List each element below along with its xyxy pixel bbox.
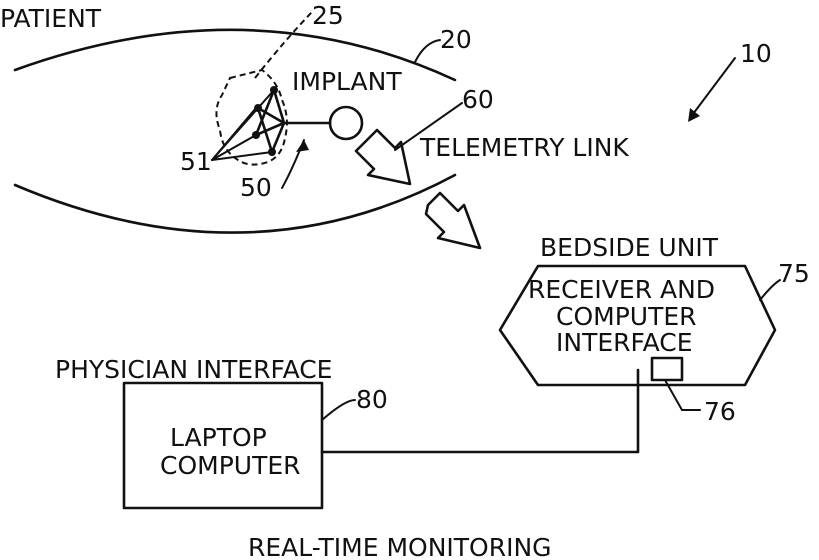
patient-outline-bottom bbox=[15, 175, 455, 233]
receiver-line-2: COMPUTER bbox=[556, 302, 697, 331]
laptop-line-1: LAPTOP bbox=[170, 423, 267, 452]
caption: REAL-TIME MONITORING bbox=[248, 533, 552, 560]
ref-75: 75 bbox=[778, 259, 810, 288]
implant-leads bbox=[256, 90, 330, 152]
leader-10 bbox=[690, 58, 735, 118]
ref-60: 60 bbox=[462, 85, 494, 114]
patient-label: PATIENT bbox=[0, 4, 102, 33]
telemetry-label: TELEMETRY LINK bbox=[419, 133, 629, 162]
telemetry-arrow-1 bbox=[356, 130, 410, 184]
ref-76: 76 bbox=[704, 397, 736, 426]
implant-device bbox=[330, 107, 362, 139]
leader-20 bbox=[415, 40, 440, 62]
receiver-line-1: RECEIVER AND bbox=[528, 275, 715, 304]
ref-25: 25 bbox=[312, 1, 344, 30]
physician-label: PHYSICIAN INTERFACE bbox=[55, 355, 332, 384]
ref-80: 80 bbox=[356, 385, 388, 414]
receiver-line-3: INTERFACE bbox=[556, 328, 693, 357]
laptop-line-2: COMPUTER bbox=[160, 451, 301, 480]
leader-10-arrowhead bbox=[688, 108, 700, 122]
ref-10: 10 bbox=[740, 39, 772, 68]
connector-port bbox=[652, 358, 682, 380]
leader-75 bbox=[760, 280, 780, 300]
implant-label: IMPLANT bbox=[292, 67, 402, 96]
bedside-label: BEDSIDE UNIT bbox=[540, 233, 719, 262]
telemetry-arrow-2 bbox=[426, 193, 480, 248]
ref-50: 50 bbox=[240, 173, 272, 202]
ref-20: 20 bbox=[440, 25, 472, 54]
leader-80 bbox=[322, 400, 355, 420]
ref-51: 51 bbox=[180, 147, 212, 176]
